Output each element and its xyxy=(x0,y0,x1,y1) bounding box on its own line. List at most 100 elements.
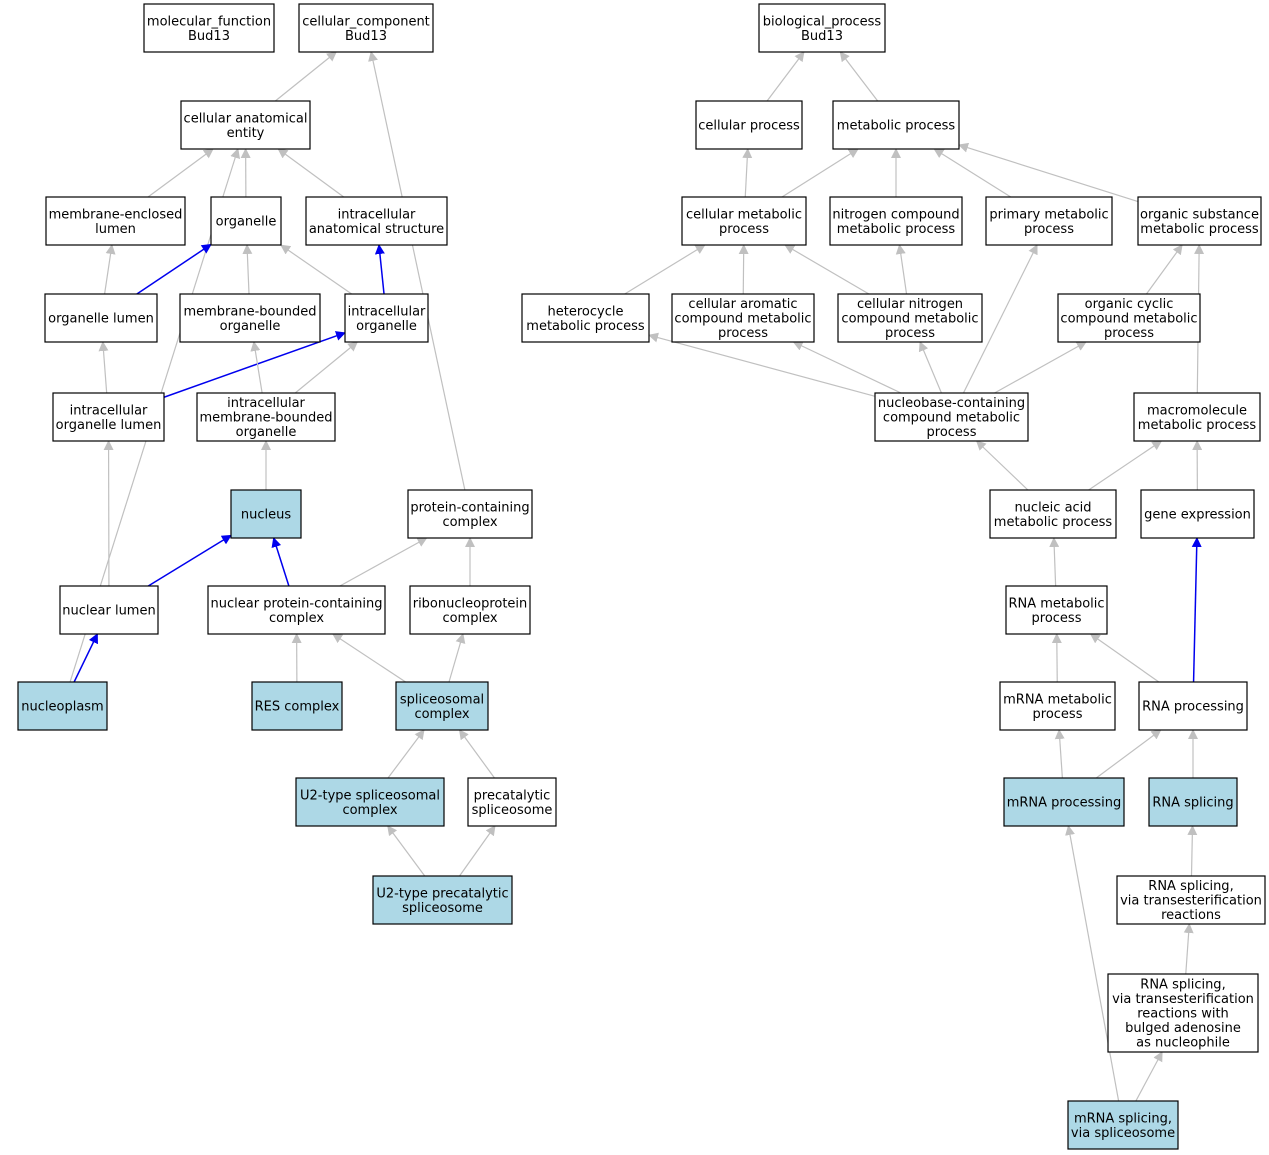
go-term-node-mrnas[interactable]: mRNA splicing,via spliceosome xyxy=(1067,1100,1179,1150)
edge-io-to-ias xyxy=(374,244,385,295)
go-term-label-line: Bud13 xyxy=(801,29,843,44)
go-term-node-res[interactable]: RES complex xyxy=(251,681,343,731)
go-term-box xyxy=(521,293,650,343)
edge-nlumen-to-nucleus xyxy=(147,534,232,587)
edge-hmp-to-cmp xyxy=(624,244,706,295)
edge-cmp-to-mp xyxy=(781,148,859,198)
go-term-node-rnast[interactable]: RNA splicing,via transesterificationreac… xyxy=(1116,875,1266,925)
edge-nbccmp-to-hmp xyxy=(648,332,876,397)
go-term-box xyxy=(1133,392,1261,442)
edge-cp-to-bp_root xyxy=(766,51,805,102)
go-term-box xyxy=(230,489,302,539)
go-term-label-line: membrane-enclosed xyxy=(49,207,183,222)
go-term-node-organelle[interactable]: organelle xyxy=(210,196,282,246)
go-term-box xyxy=(829,196,963,246)
go-term-node-nucleoplasm[interactable]: nucleoplasm xyxy=(17,681,108,731)
edge-cae-to-cc_root xyxy=(274,51,337,102)
edge-osmp-to-mp xyxy=(958,142,1139,203)
go-term-box xyxy=(143,3,275,53)
go-term-label-line: primary metabolic xyxy=(989,207,1108,222)
go-term-box xyxy=(17,681,108,731)
go-term-node-rnap[interactable]: RNA processing xyxy=(1138,681,1248,731)
go-term-box xyxy=(681,196,807,246)
go-term-box xyxy=(695,100,803,150)
go-term-node-olumen[interactable]: organelle lumen xyxy=(44,293,158,343)
go-term-label-line: organelle lumen xyxy=(48,312,154,327)
go-term-box xyxy=(52,392,165,442)
edge-namp-to-mmp xyxy=(1088,440,1163,491)
go-term-node-rnastb[interactable]: RNA splicing,via transesterificationreac… xyxy=(1107,973,1259,1053)
edge-nbccmp-to-cncmp xyxy=(918,341,942,394)
go-term-label-line: intracellular xyxy=(338,207,416,222)
go-term-label-line: metabolic process xyxy=(837,119,956,134)
go-term-box xyxy=(837,293,983,343)
edge-npcc-to-pcc xyxy=(339,537,428,587)
go-term-box xyxy=(251,681,343,731)
go-term-node-nucleus[interactable]: nucleus xyxy=(230,489,302,539)
go-term-label-line: complex xyxy=(442,515,497,530)
go-term-label-line: organelle xyxy=(216,215,277,230)
go-term-label-line: anatomical structure xyxy=(309,222,444,237)
go-term-label-line: metabolic process xyxy=(526,319,645,334)
go-term-node-ge[interactable]: gene expression xyxy=(1140,489,1255,539)
go-term-label-line: reactions xyxy=(1161,908,1221,923)
go-term-box xyxy=(196,392,336,442)
edge-rnastb-to-rnast xyxy=(1183,923,1194,975)
nodes-layer: molecular_functionBud13cellular_componen… xyxy=(17,3,1266,1150)
edge-rnap-to-rnamp xyxy=(1089,633,1160,683)
go-term-label-line: compound metabolic xyxy=(674,312,811,327)
go-term-label-line: process xyxy=(1032,611,1082,626)
go-term-label-line: molecular_function xyxy=(147,14,271,29)
go-term-node-mp[interactable]: metabolic process xyxy=(832,100,960,150)
go-term-node-cp[interactable]: cellular process xyxy=(695,100,803,150)
go-term-box xyxy=(407,489,533,539)
go-term-node-rnas[interactable]: RNA splicing xyxy=(1148,777,1238,827)
go-term-label-line: organelle xyxy=(220,319,281,334)
go-term-label-line: membrane-bounded xyxy=(183,304,316,319)
go-term-box xyxy=(298,3,434,53)
edge-mrnamp-to-rnamp xyxy=(1051,633,1062,683)
go-term-label-line: nucleobase-containing xyxy=(878,396,1025,411)
go-term-node-mrnap[interactable]: mRNA processing xyxy=(1003,777,1125,827)
go-term-node-nlumen[interactable]: nuclear lumen xyxy=(59,585,159,635)
go-term-label-line: intracellular xyxy=(348,304,426,319)
go-term-label-line: cellular metabolic xyxy=(686,207,802,222)
edge-iol-to-io xyxy=(163,331,346,398)
go-term-label-line: intracellular xyxy=(70,403,148,418)
go-term-label-line: process xyxy=(885,326,935,341)
go-term-label-line: lumen xyxy=(95,222,136,237)
go-term-label-line: cellular anatomical xyxy=(184,111,308,126)
go-term-label-line: ribonucleoprotein xyxy=(413,596,528,611)
go-term-box xyxy=(1003,777,1125,827)
